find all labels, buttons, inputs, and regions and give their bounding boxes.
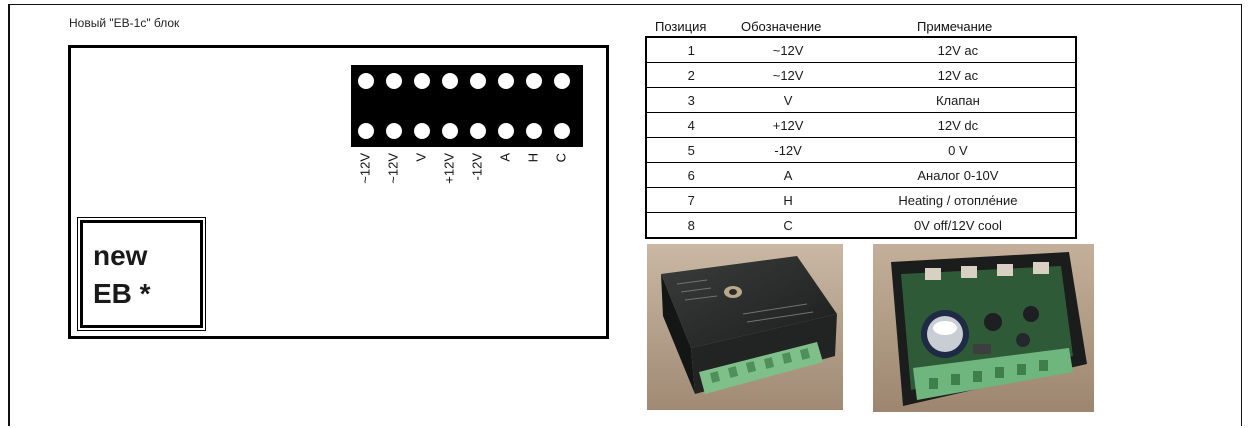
table-row: 2 ~12V 12V ac	[646, 62, 1076, 88]
terminal-hole	[470, 73, 486, 89]
pin-label-3: V	[413, 153, 429, 162]
badge-line-2: EB *	[93, 278, 151, 309]
cell-note: Аналог 0-10V	[840, 162, 1076, 188]
module-open-image	[873, 244, 1094, 412]
terminal-hole	[498, 73, 514, 89]
header-position: Позиция	[655, 19, 707, 34]
terminal-hole	[386, 73, 402, 89]
terminal-hole	[358, 123, 374, 139]
terminal-hole	[386, 123, 402, 139]
cell-position: 7	[646, 187, 736, 213]
table-row: 7 H Heating / отопле́ние	[646, 187, 1076, 213]
cell-position: 4	[646, 112, 736, 138]
pin-label-1: ~12V	[357, 153, 373, 184]
cell-position: 1	[646, 37, 736, 63]
terminal-hole	[470, 123, 486, 139]
cell-note: 12V ac	[840, 62, 1076, 88]
header-designation: Обозначение	[741, 19, 822, 34]
terminal-hole	[442, 123, 458, 139]
pin-label-4: +12V	[441, 153, 457, 184]
terminal-hole	[526, 73, 542, 89]
terminal-hole	[414, 73, 430, 89]
terminal-block	[351, 65, 583, 147]
terminal-hole	[554, 73, 570, 89]
terminal-hole	[498, 123, 514, 139]
table-row: 5 -12V 0 V	[646, 137, 1076, 163]
table-row: 8 C 0V off/12V cool	[646, 213, 1076, 239]
pin-label-6: A	[497, 153, 513, 162]
pin-table: 1 ~12V 12V ac 2 ~12V 12V ac 3 V Клапан 4…	[645, 36, 1077, 239]
terminal-hole	[358, 73, 374, 89]
cell-note: 0 V	[840, 137, 1076, 163]
cell-note: 12V dc	[840, 112, 1076, 138]
cell-designation: -12V	[735, 137, 841, 163]
pin-label-2: ~12V	[385, 153, 401, 184]
cell-designation: ~12V	[735, 37, 841, 63]
cell-designation: ~12V	[735, 62, 841, 88]
terminal-hole	[554, 123, 570, 139]
cell-note: Клапан	[840, 87, 1076, 113]
cell-position: 5	[646, 137, 736, 163]
cell-position: 2	[646, 62, 736, 88]
cell-position: 8	[687, 217, 695, 233]
cell-designation: V	[735, 87, 841, 113]
page-title: Новый "EB-1c" блок	[69, 16, 180, 30]
badge-line-1: new	[93, 240, 148, 271]
table-row: 4 +12V 12V dc	[646, 112, 1076, 138]
cell-designation: A	[735, 162, 841, 188]
terminal-hole	[442, 73, 458, 89]
cell-note: 12V ac	[840, 37, 1076, 63]
cell-note: Heating / отопле́ние	[840, 187, 1076, 213]
module-photo-closed	[647, 244, 843, 410]
cell-designation: +12V	[735, 112, 841, 138]
module-outline	[68, 45, 609, 339]
module-photo-open	[873, 244, 1094, 412]
pin-label-8: C	[553, 153, 569, 163]
new-eb-badge: new EB *	[77, 217, 206, 331]
cell-note: 0V off/12V cool	[913, 217, 1002, 233]
table-row: 1 ~12V 12V ac	[646, 37, 1076, 63]
cell-position: 6	[646, 162, 736, 188]
table-row: 3 V Клапан	[646, 87, 1076, 113]
cell-designation: H	[735, 187, 841, 213]
module-closed-image	[647, 244, 843, 410]
pin-label-5: -12V	[469, 153, 485, 181]
cell-designation: C	[783, 217, 793, 233]
cell-position: 3	[646, 87, 736, 113]
terminal-hole	[526, 123, 542, 139]
terminal-hole	[414, 123, 430, 139]
table-row: 6 A Аналог 0-10V	[646, 162, 1076, 188]
header-note: Примечание	[917, 19, 993, 34]
page-frame	[8, 4, 1242, 426]
pin-label-7: H	[525, 153, 541, 163]
